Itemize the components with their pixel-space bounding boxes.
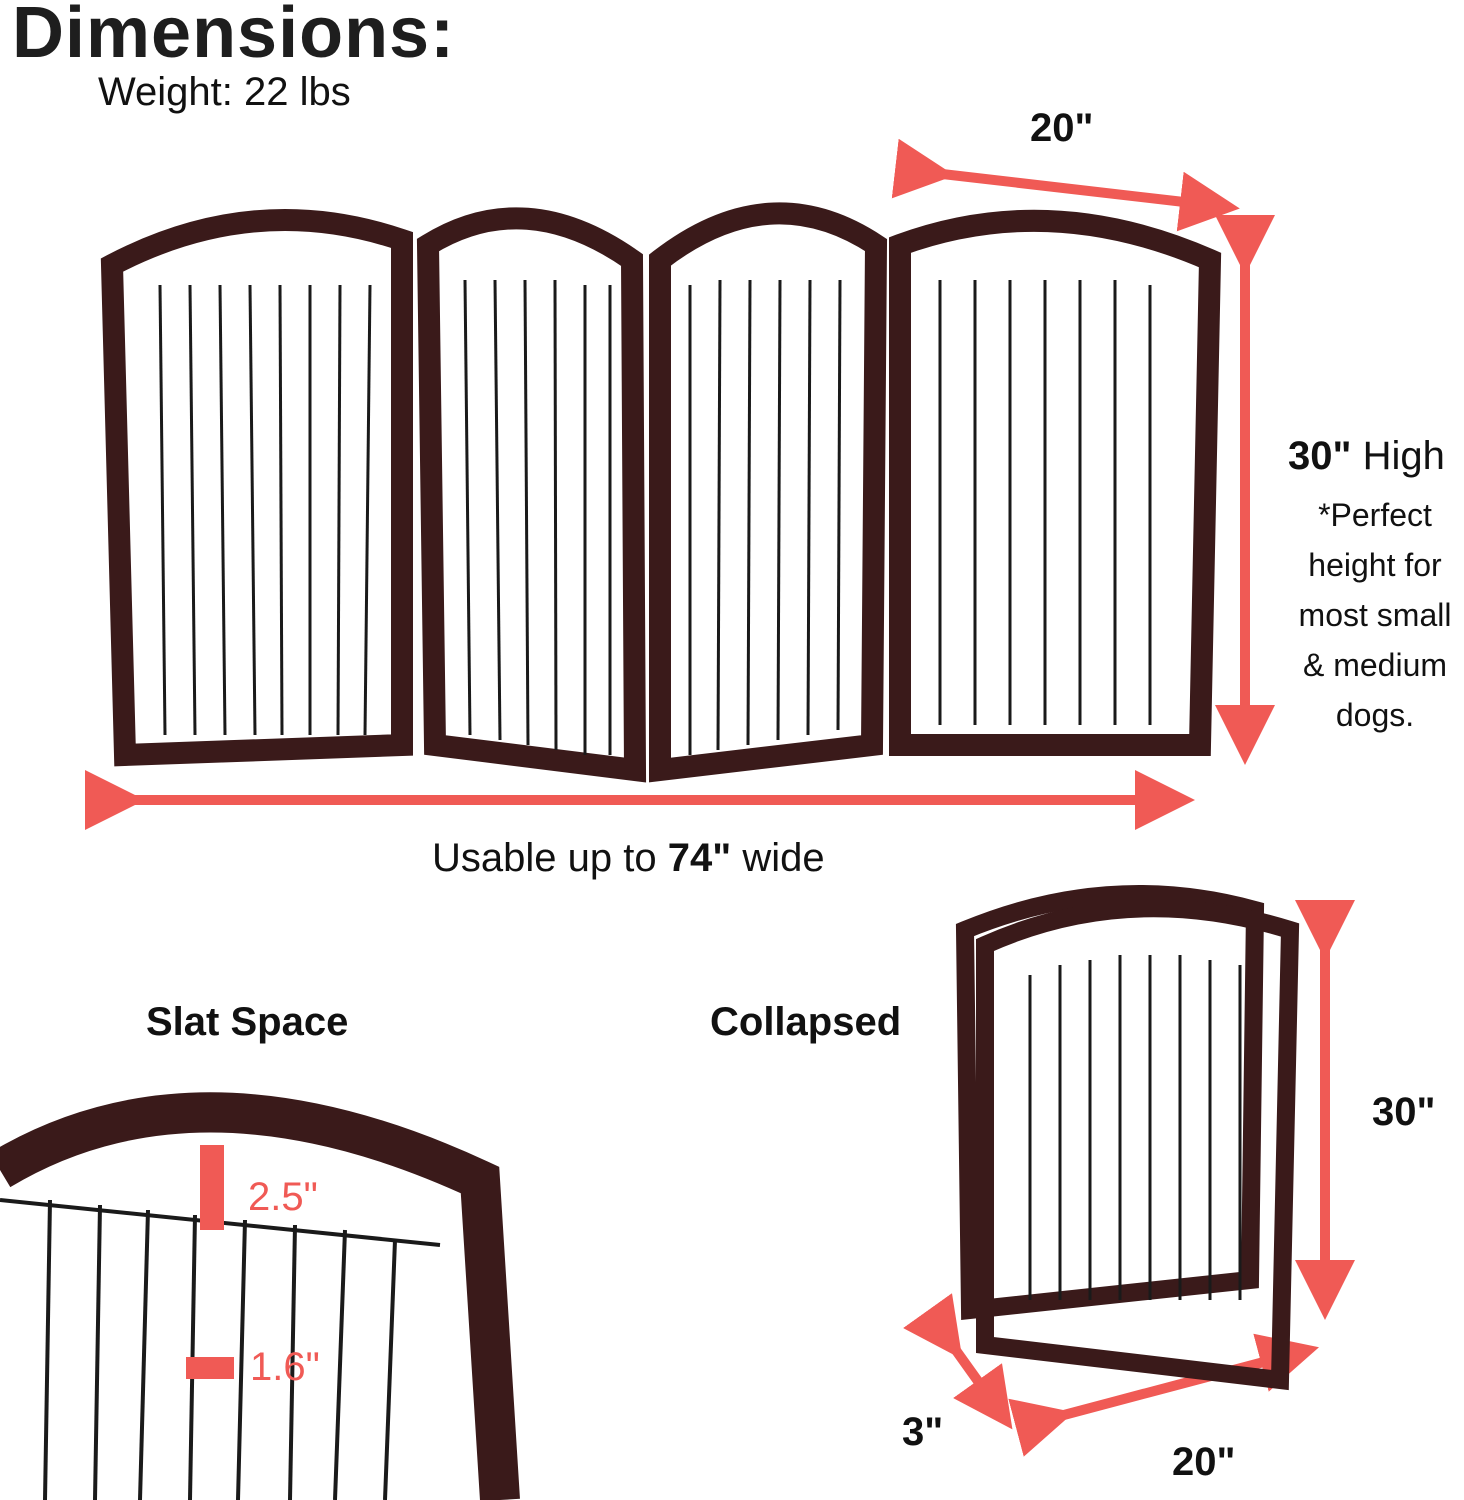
note-line: most small xyxy=(1298,597,1452,633)
width-value: 74" xyxy=(667,836,732,880)
note-line: height for xyxy=(1308,547,1442,583)
page-title: Dimensions: xyxy=(12,0,456,73)
note-line: dogs. xyxy=(1335,697,1415,733)
collapsed-depth-label: 3" xyxy=(902,1410,944,1454)
collapsed-width-label: 20" xyxy=(1172,1440,1236,1484)
panel-width-label: 20" xyxy=(1030,106,1094,150)
collapsed-title: Collapsed xyxy=(710,1000,902,1044)
weight-label: Weight: 22 lbs xyxy=(98,70,351,114)
width-suffix: wide xyxy=(742,836,825,880)
slat-space-title: Slat Space xyxy=(146,1000,349,1044)
width-label: Usable up to 74" wide xyxy=(432,836,825,881)
note-line: & medium xyxy=(1302,647,1448,683)
collapsed-height-label: 30" xyxy=(1372,1090,1436,1134)
note-line: *Perfect xyxy=(1318,497,1432,533)
width-prefix: Usable up to xyxy=(432,836,657,880)
top-gap-label: 2.5" xyxy=(248,1175,318,1219)
height-value: 30" xyxy=(1288,434,1352,478)
height-label: 30" High xyxy=(1288,434,1445,479)
height-word: High xyxy=(1362,434,1445,478)
height-note: *Perfect height for most small & medium … xyxy=(1290,490,1460,740)
slat-gap-label: 1.6" xyxy=(250,1345,320,1389)
